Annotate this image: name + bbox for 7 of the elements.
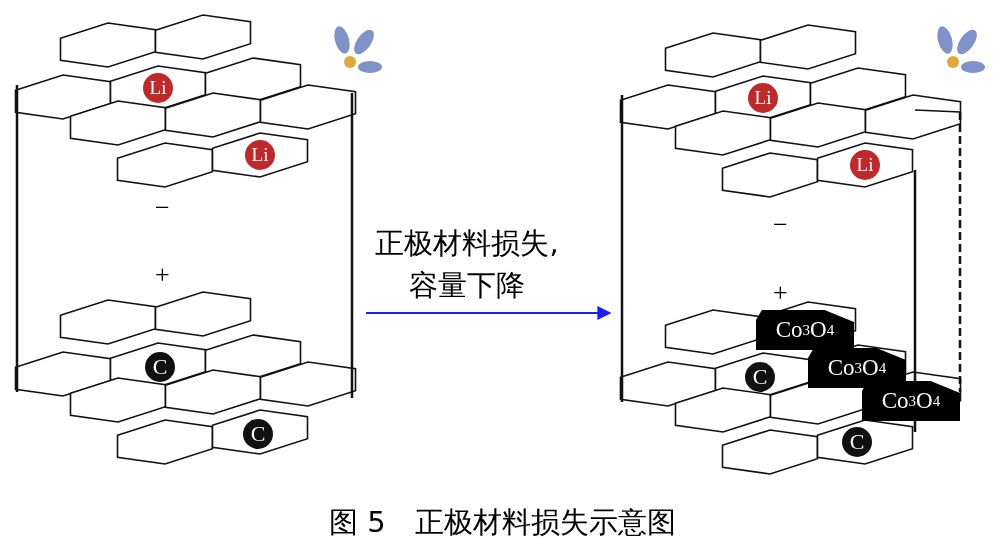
figure-caption: 图 5 正极材料损失示意图: [328, 504, 677, 541]
polarity-sign: +: [773, 280, 788, 306]
polarity-sign: −: [773, 212, 788, 238]
arrow: [365, 306, 612, 320]
polarity-sign: −: [155, 195, 170, 221]
polarity-sign: +: [155, 262, 170, 288]
edge-label: 正极材料损失,容量下降: [374, 225, 560, 304]
